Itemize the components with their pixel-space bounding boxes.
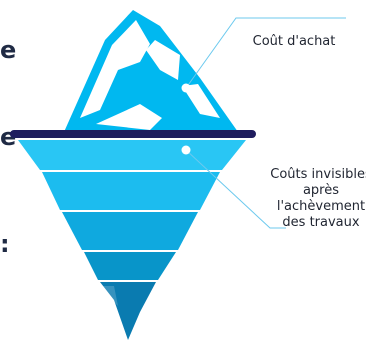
callout-visible-cost-label: Coût d'achat xyxy=(252,34,336,49)
edge-fragment-3: : xyxy=(0,230,10,258)
callout-dot-visible xyxy=(181,83,191,93)
iceberg-tip xyxy=(64,10,238,132)
iceberg-layer-5 xyxy=(100,282,156,340)
iceberg-facet-white-1 xyxy=(80,20,150,118)
iceberg-facet-white-3 xyxy=(182,84,220,118)
iceberg-layer-4 xyxy=(84,252,176,280)
iceberg-layer-1 xyxy=(18,140,246,170)
iceberg-facet-white-4 xyxy=(96,104,162,130)
callout-line-hidden xyxy=(185,149,286,229)
edge-fragment-1: e xyxy=(0,36,17,64)
iceberg-submerged xyxy=(18,140,246,340)
callout-dot-hidden xyxy=(181,145,191,155)
callout-line-visible xyxy=(185,17,346,89)
iceberg-layer-3 xyxy=(62,212,198,250)
iceberg-facet-white-2 xyxy=(146,40,180,80)
callout-hidden-cost-label: Coûts invisibles après l'achèvement des … xyxy=(270,167,366,230)
iceberg-shade xyxy=(102,286,118,306)
iceberg-layer-2 xyxy=(42,172,220,210)
